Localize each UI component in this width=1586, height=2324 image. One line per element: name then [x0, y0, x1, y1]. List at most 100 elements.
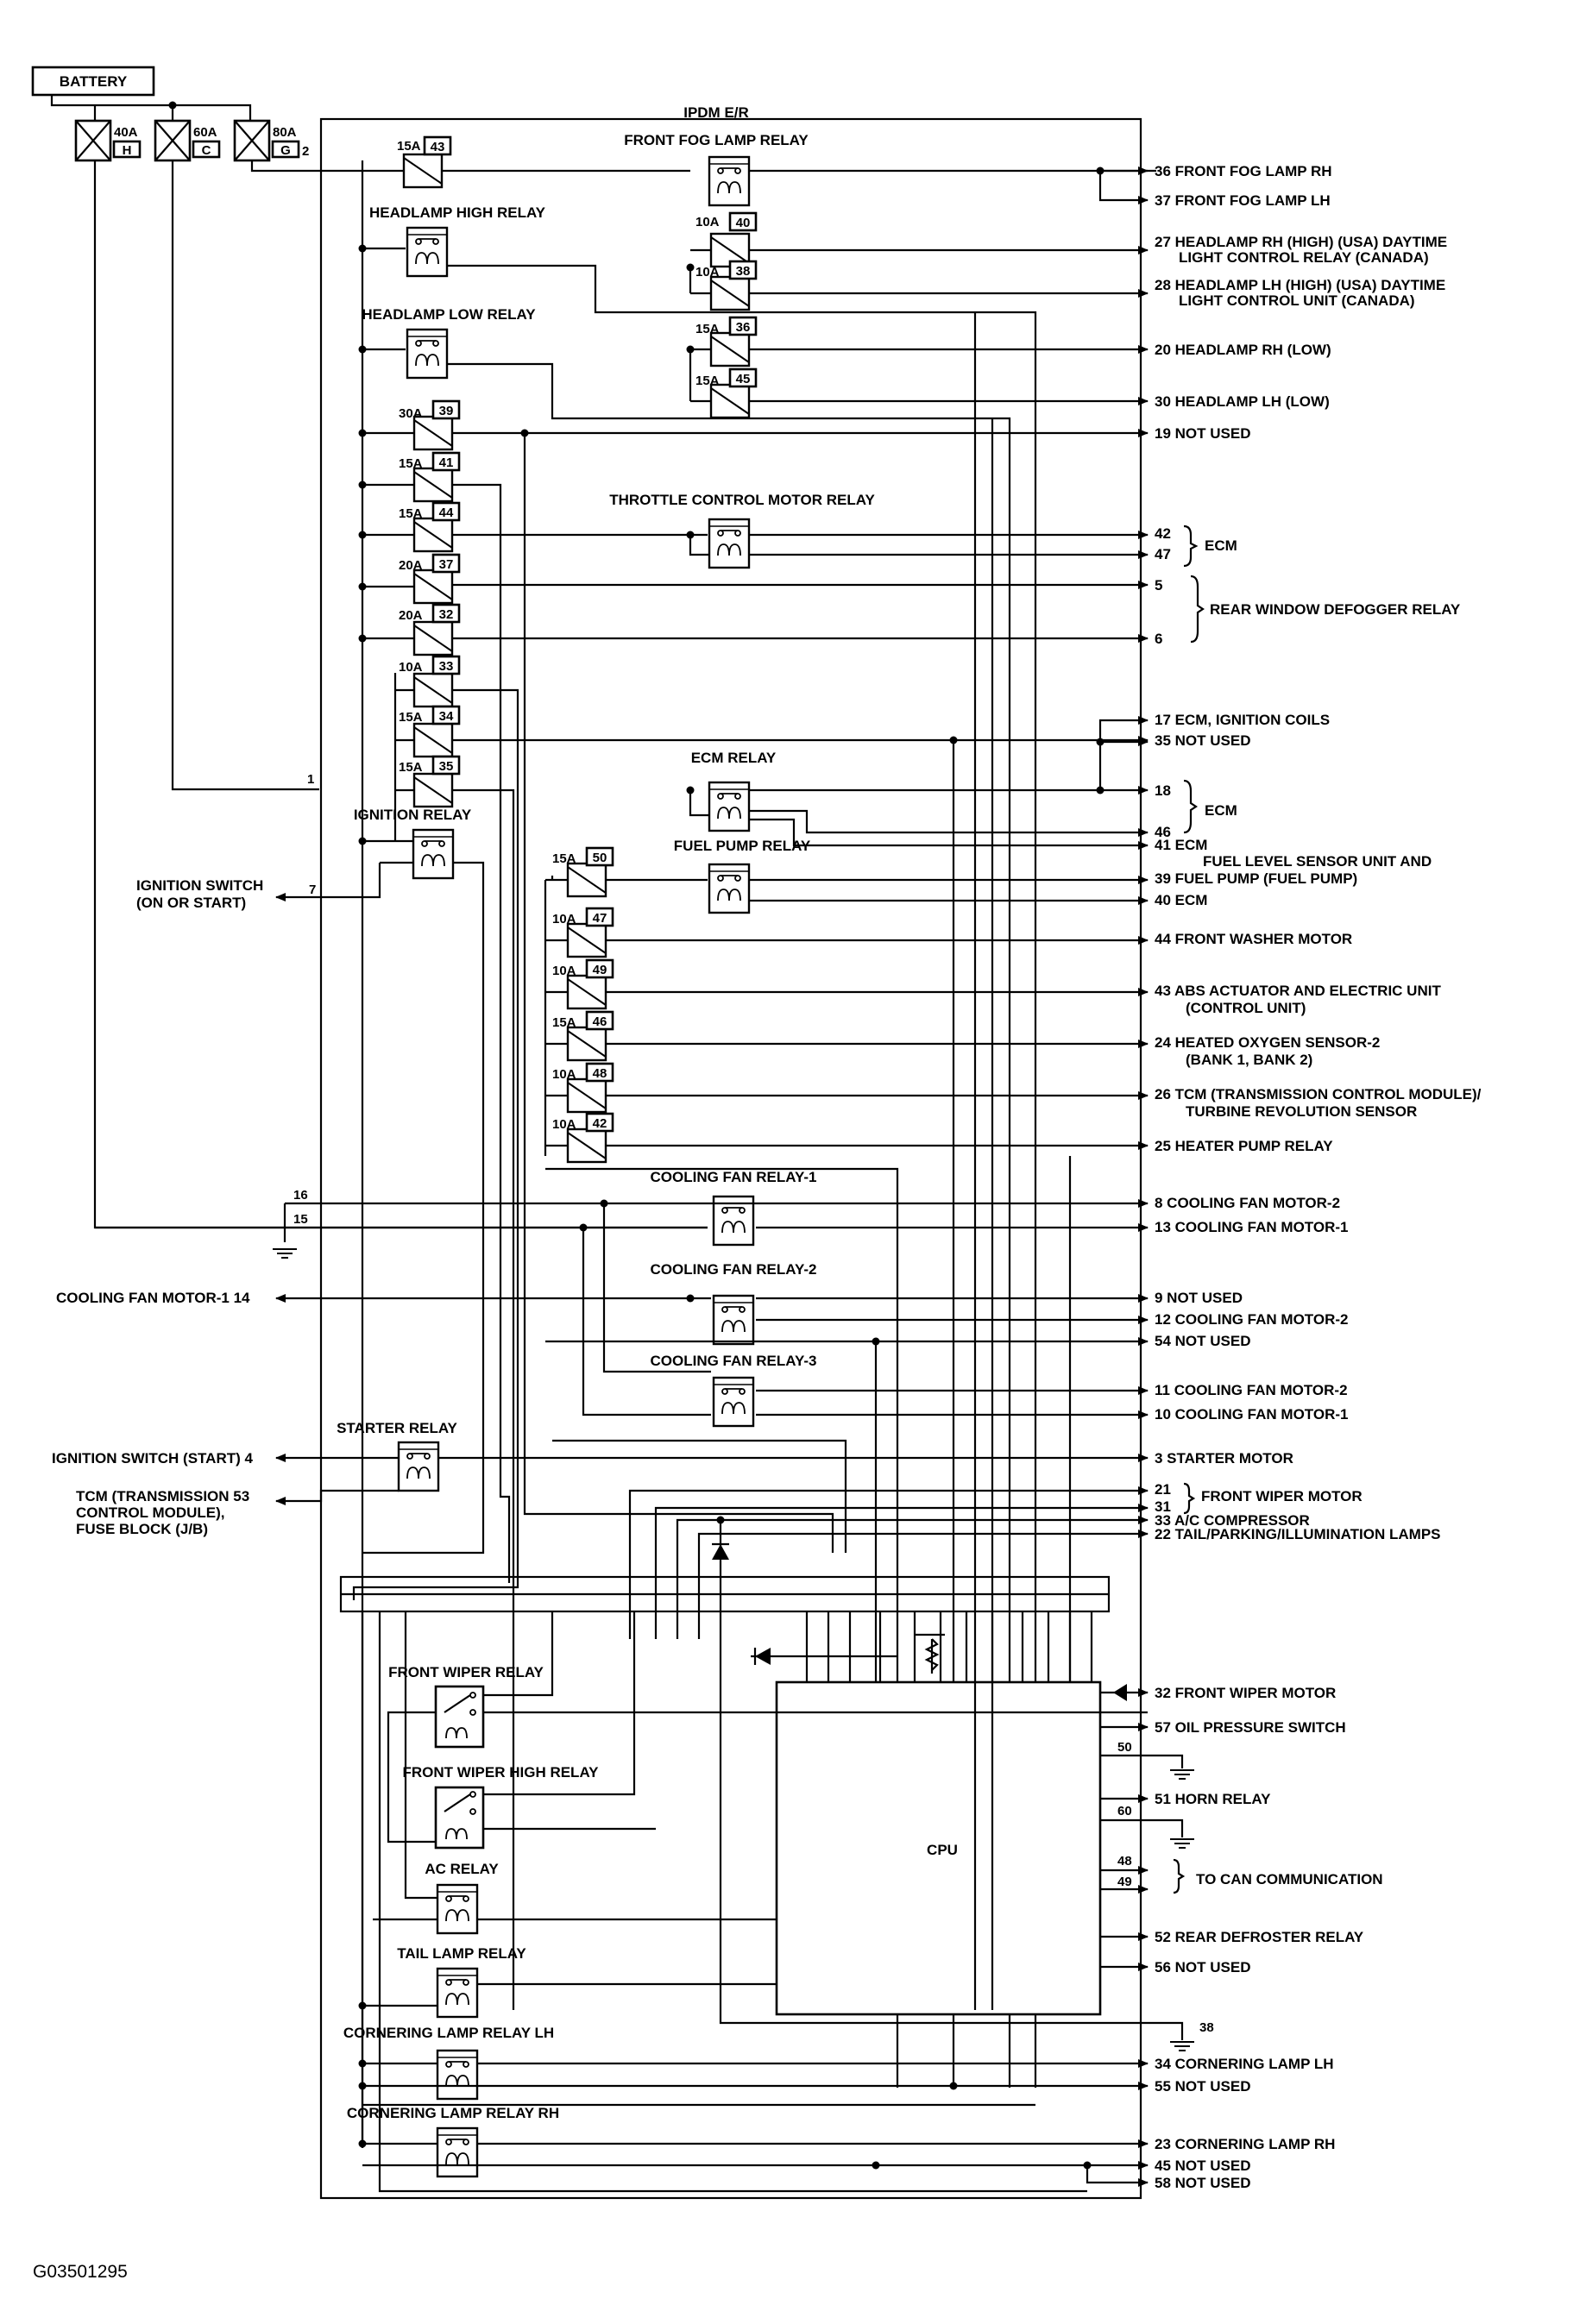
- fuse-44: 15A 44: [399, 501, 461, 553]
- svg-text:25 HEATER PUMP RELAY: 25 HEATER PUMP RELAY: [1155, 1138, 1333, 1154]
- fuse-39: 30A 39: [399, 399, 461, 451]
- svg-text:47: 47: [1155, 546, 1171, 562]
- svg-text:ECM: ECM: [1205, 537, 1237, 554]
- svg-text:20A: 20A: [399, 558, 423, 573]
- svg-text:10A: 10A: [552, 1067, 576, 1082]
- svg-text:39: 39: [439, 404, 454, 418]
- svg-text:32: 32: [439, 607, 454, 622]
- svg-text:CORNERING LAMP RELAY LH: CORNERING LAMP RELAY LH: [343, 2025, 554, 2041]
- svg-text:40: 40: [736, 216, 751, 230]
- svg-text:31: 31: [1155, 1498, 1171, 1515]
- svg-text:30 HEADLAMP LH (LOW): 30 HEADLAMP LH (LOW): [1155, 393, 1330, 410]
- throttle-control-motor-relay: THROTTLE CONTROL MOTOR RELAY: [609, 492, 875, 569]
- svg-text:COOLING FAN MOTOR-1 14: COOLING FAN MOTOR-1 14: [56, 1290, 250, 1306]
- battery-box: [31, 66, 155, 97]
- svg-text:49: 49: [593, 963, 607, 977]
- svg-text:HEADLAMP LOW RELAY: HEADLAMP LOW RELAY: [362, 306, 536, 323]
- svg-text:15A: 15A: [695, 374, 720, 388]
- ignition-relay: IGNITION RELAY: [354, 807, 472, 880]
- svg-text:15A: 15A: [552, 851, 576, 866]
- fuse-32: 20A 32: [399, 603, 461, 656]
- fuse-47: 10A 47: [552, 907, 614, 958]
- svg-text:10A: 10A: [695, 265, 720, 280]
- fusible-link-40a: 40A H: [74, 119, 142, 162]
- svg-text:G: G: [280, 143, 291, 158]
- svg-text:30A: 30A: [399, 406, 423, 421]
- svg-text:(CONTROL UNIT): (CONTROL UNIT): [1186, 1000, 1306, 1016]
- svg-text:34: 34: [439, 709, 454, 724]
- svg-text:8 COOLING FAN MOTOR-2: 8 COOLING FAN MOTOR-2: [1155, 1195, 1340, 1211]
- svg-text:50: 50: [593, 851, 607, 865]
- svg-text:80A: 80A: [273, 125, 297, 140]
- ac-relay: AC RELAY: [425, 1861, 499, 1935]
- cpu-block: [775, 1680, 1102, 2016]
- svg-text:ECM: ECM: [1205, 802, 1237, 819]
- svg-text:10A: 10A: [552, 1117, 576, 1132]
- svg-text:HEADLAMP HIGH RELAY: HEADLAMP HIGH RELAY: [369, 204, 546, 221]
- fuse-37: 20A 37: [399, 553, 461, 605]
- front-fog-lamp-relay: FRONT FOG LAMP RELAY: [624, 132, 809, 207]
- svg-text:50: 50: [1117, 1740, 1132, 1755]
- headlamp-low-relay: HEADLAMP LOW RELAY: [362, 306, 536, 380]
- pin-1: 1: [307, 772, 314, 787]
- battery-label: BATTERY: [60, 73, 128, 90]
- tail-lamp-relay: TAIL LAMP RELAY: [397, 1945, 526, 2019]
- svg-text:CORNERING LAMP RELAY RH: CORNERING LAMP RELAY RH: [347, 2105, 559, 2121]
- svg-text:(ON OR START): (ON OR START): [136, 895, 246, 911]
- svg-text:5: 5: [1155, 577, 1162, 594]
- svg-text:(BANK 1, BANK 2): (BANK 1, BANK 2): [1186, 1052, 1312, 1068]
- svg-text:34 CORNERING LAMP LH: 34 CORNERING LAMP LH: [1155, 2056, 1334, 2072]
- svg-text:40A: 40A: [114, 125, 138, 140]
- fuse-35: 15A 35: [399, 755, 461, 808]
- svg-text:42: 42: [593, 1116, 607, 1131]
- svg-text:37: 37: [439, 557, 454, 572]
- svg-text:FUEL LEVEL SENSOR UNIT AND: FUEL LEVEL SENSOR UNIT AND: [1203, 853, 1432, 870]
- fuel-pump-relay: FUEL PUMP RELAY: [674, 838, 811, 914]
- svg-text:19 NOT USED: 19 NOT USED: [1155, 425, 1250, 442]
- svg-text:45 NOT USED: 45 NOT USED: [1155, 2158, 1250, 2174]
- svg-text:46: 46: [1155, 824, 1171, 840]
- svg-text:LIGHT CONTROL UNIT (CANADA): LIGHT CONTROL UNIT (CANADA): [1179, 292, 1415, 309]
- svg-text:26 TCM (TRANSMISSION CONTROL M: 26 TCM (TRANSMISSION CONTROL MODULE)/: [1155, 1086, 1482, 1102]
- svg-text:COOLING FAN RELAY-1: COOLING FAN RELAY-1: [650, 1169, 816, 1185]
- svg-text:10 COOLING FAN MOTOR-1: 10 COOLING FAN MOTOR-1: [1155, 1406, 1349, 1423]
- fuse-42: 10A 42: [552, 1112, 614, 1164]
- module-title: IPDM E/R: [683, 104, 749, 121]
- svg-text:48: 48: [593, 1066, 607, 1081]
- svg-text:58 NOT USED: 58 NOT USED: [1155, 2175, 1250, 2191]
- svg-text:24 HEATED OXYGEN SENSOR-2: 24 HEATED OXYGEN SENSOR-2: [1155, 1034, 1380, 1051]
- svg-text:38: 38: [1199, 2020, 1214, 2035]
- svg-text:45: 45: [736, 372, 751, 386]
- svg-text:27 HEADLAMP RH (HIGH) (USA) DA: 27 HEADLAMP RH (HIGH) (USA) DAYTIME: [1155, 234, 1447, 250]
- svg-text:H: H: [123, 143, 132, 158]
- svg-text:21: 21: [1155, 1481, 1171, 1498]
- cooling-fan-relay-1: COOLING FAN RELAY-1: [650, 1169, 817, 1247]
- svg-text:COOLING FAN RELAY-2: COOLING FAN RELAY-2: [650, 1261, 816, 1278]
- svg-text:15A: 15A: [399, 760, 423, 775]
- svg-text:18: 18: [1155, 782, 1171, 799]
- svg-text:CONTROL MODULE),: CONTROL MODULE),: [76, 1504, 225, 1521]
- svg-text:11 COOLING FAN MOTOR-2: 11 COOLING FAN MOTOR-2: [1155, 1382, 1348, 1398]
- svg-text:43 ABS ACTUATOR AND ELECTRIC U: 43 ABS ACTUATOR AND ELECTRIC UNIT: [1155, 983, 1441, 999]
- svg-text:10A: 10A: [552, 964, 576, 978]
- svg-text:20A: 20A: [399, 608, 423, 623]
- svg-text:15A: 15A: [695, 322, 720, 336]
- svg-text:41: 41: [439, 455, 454, 470]
- footer-code: G03501295: [33, 2262, 128, 2282]
- headlamp-high-relay: HEADLAMP HIGH RELAY: [369, 204, 546, 278]
- svg-text:33: 33: [439, 659, 454, 674]
- svg-text:7: 7: [309, 882, 316, 897]
- svg-text:3 STARTER MOTOR: 3 STARTER MOTOR: [1155, 1450, 1293, 1467]
- fuse-38: 10A 38: [695, 260, 758, 311]
- fuse-40: 10A 40: [695, 211, 758, 268]
- fuse-45: 15A 45: [695, 367, 758, 419]
- svg-text:REAR WINDOW DEFOGGER RELAY: REAR WINDOW DEFOGGER RELAY: [1210, 601, 1461, 618]
- svg-text:39 FUEL PUMP (FUEL PUMP): 39 FUEL PUMP (FUEL PUMP): [1155, 870, 1357, 887]
- ipdm-module-box: [319, 117, 1142, 2200]
- svg-text:48: 48: [1117, 1854, 1132, 1869]
- cornering-lamp-relay-lh: CORNERING LAMP RELAY LH: [343, 2025, 554, 2101]
- svg-text:ECM RELAY: ECM RELAY: [691, 750, 777, 766]
- svg-text:51 HORN RELAY: 51 HORN RELAY: [1155, 1791, 1271, 1807]
- svg-text:22 TAIL/PARKING/ILLUMINATION L: 22 TAIL/PARKING/ILLUMINATION LAMPS: [1155, 1526, 1441, 1542]
- svg-text:15A: 15A: [552, 1015, 576, 1030]
